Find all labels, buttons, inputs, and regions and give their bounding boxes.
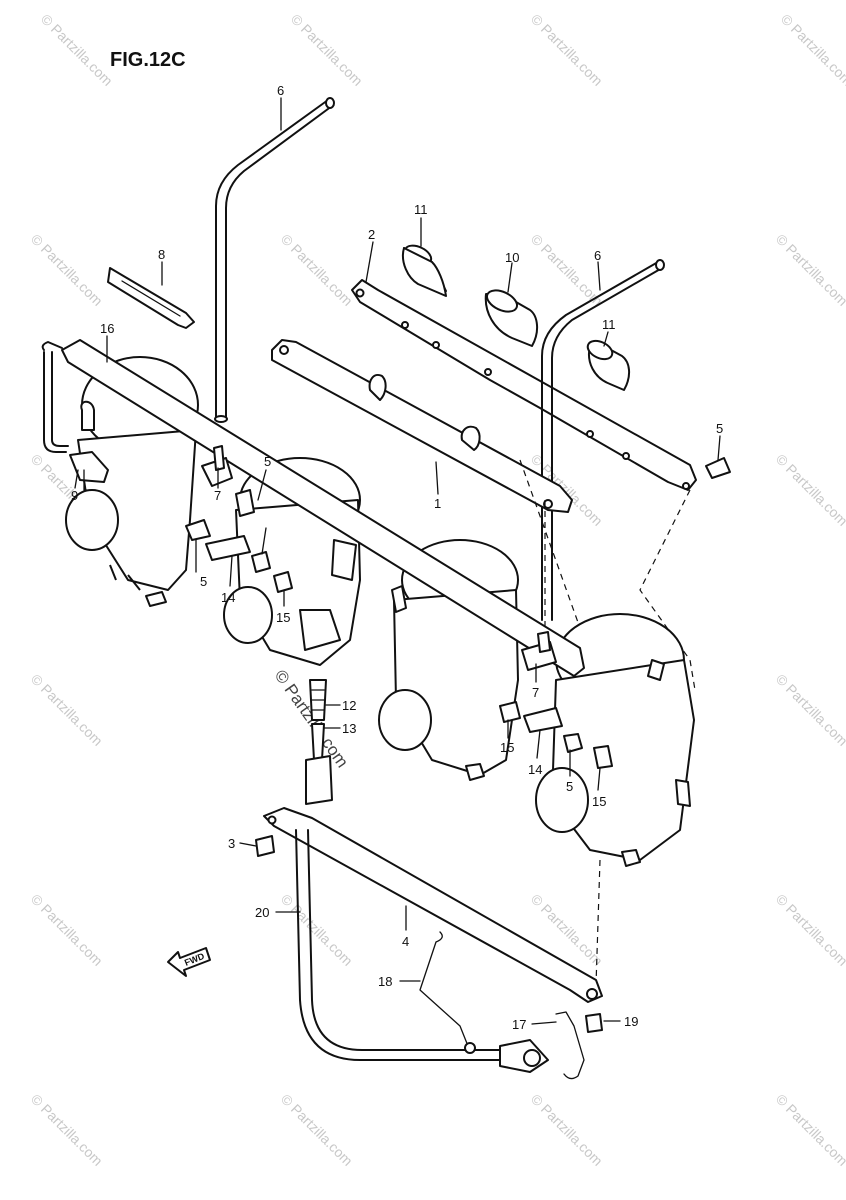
cap-11-left bbox=[402, 244, 447, 297]
callout-11: 11 bbox=[414, 202, 428, 217]
callout-20: 20 bbox=[255, 905, 269, 920]
callout-14: 14 bbox=[221, 590, 235, 605]
leader-lines bbox=[74, 97, 721, 1025]
watermark: © Partzilla.com bbox=[773, 1091, 846, 1169]
callout-19: 19 bbox=[624, 1014, 638, 1029]
callout-5: 5 bbox=[264, 454, 271, 469]
callout-14: 14 bbox=[528, 762, 542, 777]
callout-9: 9 bbox=[71, 488, 78, 503]
callout-labels: 6 11 2 10 6 8 16 11 5 1 9 7 5 5 14 15 12… bbox=[71, 83, 723, 1032]
callout-12: 12 bbox=[342, 698, 356, 713]
watermark: © Partzilla.com bbox=[278, 1091, 356, 1169]
callout-18: 18 bbox=[378, 974, 392, 989]
rod-18 bbox=[419, 931, 476, 1054]
callout-4: 4 bbox=[402, 934, 409, 949]
watermark: © Partzilla.com bbox=[528, 11, 606, 89]
callout-7: 7 bbox=[214, 488, 221, 503]
watermark: © Partzilla.com bbox=[28, 231, 106, 309]
callout-16: 16 bbox=[100, 321, 114, 336]
cap-11-right bbox=[586, 339, 630, 391]
callout-8: 8 bbox=[158, 247, 165, 262]
upper-plate-2 bbox=[351, 279, 697, 491]
forward-arrow-icon: FWD bbox=[167, 947, 211, 977]
watermark: © Partzilla.com bbox=[773, 891, 846, 969]
vent-hose-left bbox=[214, 97, 335, 423]
callout-6: 6 bbox=[277, 83, 284, 98]
callout-15: 15 bbox=[500, 740, 514, 755]
screw-19 bbox=[585, 1013, 603, 1033]
watermark: © Partzilla.com bbox=[28, 1091, 106, 1169]
long-tube-16 bbox=[41, 339, 585, 677]
callout-1: 1 bbox=[434, 496, 441, 511]
callout-13: 13 bbox=[342, 721, 356, 736]
callout-15: 15 bbox=[592, 794, 606, 809]
lower-plate-4 bbox=[263, 807, 603, 1003]
watermark: © Partzilla.com bbox=[28, 891, 106, 969]
callout-2: 2 bbox=[368, 227, 375, 242]
cap-10 bbox=[484, 289, 538, 347]
bracket-8 bbox=[107, 267, 195, 329]
watermark: © Partzilla.com bbox=[773, 231, 846, 309]
watermark: © Partzilla.com bbox=[528, 1091, 606, 1169]
fittings bbox=[69, 445, 731, 805]
watermark: © Partzilla.com bbox=[773, 451, 846, 529]
watermark: © Partzilla.com bbox=[38, 11, 116, 89]
callout-15: 15 bbox=[276, 610, 290, 625]
callout-11: 11 bbox=[602, 317, 616, 332]
watermark: © Partzilla.com bbox=[773, 671, 846, 749]
callout-5: 5 bbox=[200, 574, 207, 589]
watermark: © Partzilla.com bbox=[528, 231, 606, 309]
carburetor-4 bbox=[535, 613, 695, 867]
spring-17 bbox=[555, 1011, 585, 1080]
callout-3: 3 bbox=[228, 836, 235, 851]
vent-hose-right bbox=[541, 259, 665, 621]
callout-5: 5 bbox=[716, 421, 723, 436]
watermark: © Partzilla.com bbox=[778, 11, 846, 89]
fuel-rail-1 bbox=[271, 339, 573, 513]
figure-title: FIG.12C bbox=[110, 49, 186, 71]
callout-17: 17 bbox=[512, 1017, 526, 1032]
callout-7: 7 bbox=[532, 685, 539, 700]
cable-20 bbox=[295, 829, 549, 1073]
watermark: © Partzilla.com bbox=[278, 231, 356, 309]
watermark: © Partzilla.com bbox=[288, 11, 366, 89]
watermark: © Partzilla.com bbox=[28, 671, 106, 749]
watermark: © Partzilla.com bbox=[278, 891, 356, 969]
bolt-3 bbox=[255, 835, 275, 857]
callout-5: 5 bbox=[566, 779, 573, 794]
callout-10: 10 bbox=[505, 250, 519, 265]
callout-6: 6 bbox=[594, 248, 601, 263]
